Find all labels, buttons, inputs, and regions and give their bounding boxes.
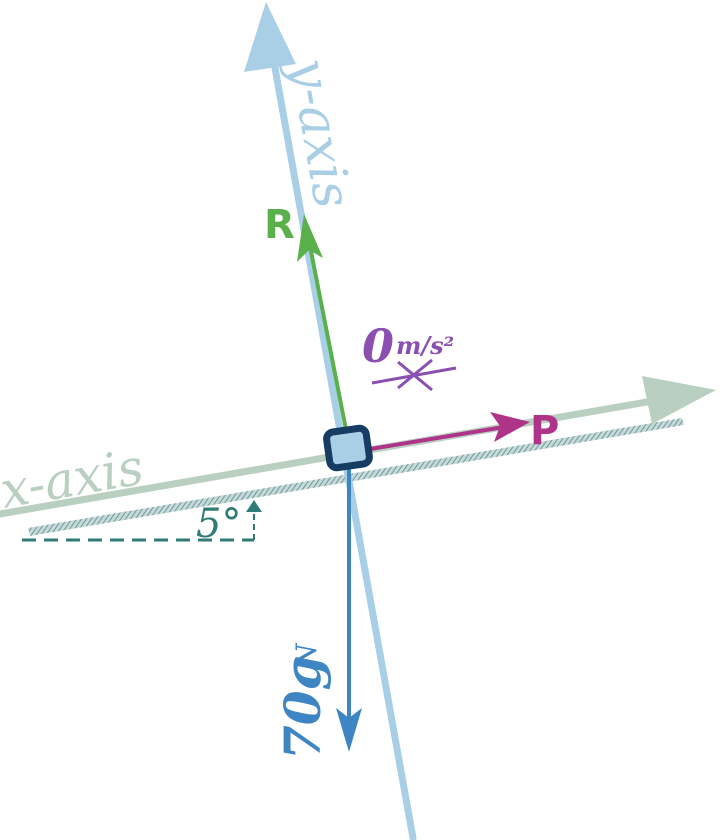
angle-arrowhead — [246, 500, 262, 512]
angle-label: 5° — [196, 501, 241, 547]
pull-vector — [351, 424, 511, 454]
reaction-label: R — [264, 202, 295, 248]
x-axis-label: x-axis — [0, 438, 148, 520]
weight-unit-label: N — [290, 642, 323, 669]
pull-arrowhead — [490, 412, 530, 442]
zero-acceleration-symbol — [371, 358, 457, 392]
x-axis-arrowhead — [642, 376, 716, 424]
reaction-vector — [306, 235, 350, 441]
acceleration-unit: m/s² — [396, 331, 454, 360]
inclined-surface — [28, 418, 684, 536]
weight-arrowhead — [336, 708, 362, 752]
acceleration-value: 0 — [362, 319, 394, 373]
y-axis-label: y-axis — [277, 52, 363, 213]
weight-label: 70g — [273, 655, 332, 760]
block — [323, 424, 373, 472]
pull-label: P — [530, 408, 559, 454]
reaction-arrowhead — [297, 214, 323, 262]
y-axis-arrowhead — [244, 2, 296, 72]
